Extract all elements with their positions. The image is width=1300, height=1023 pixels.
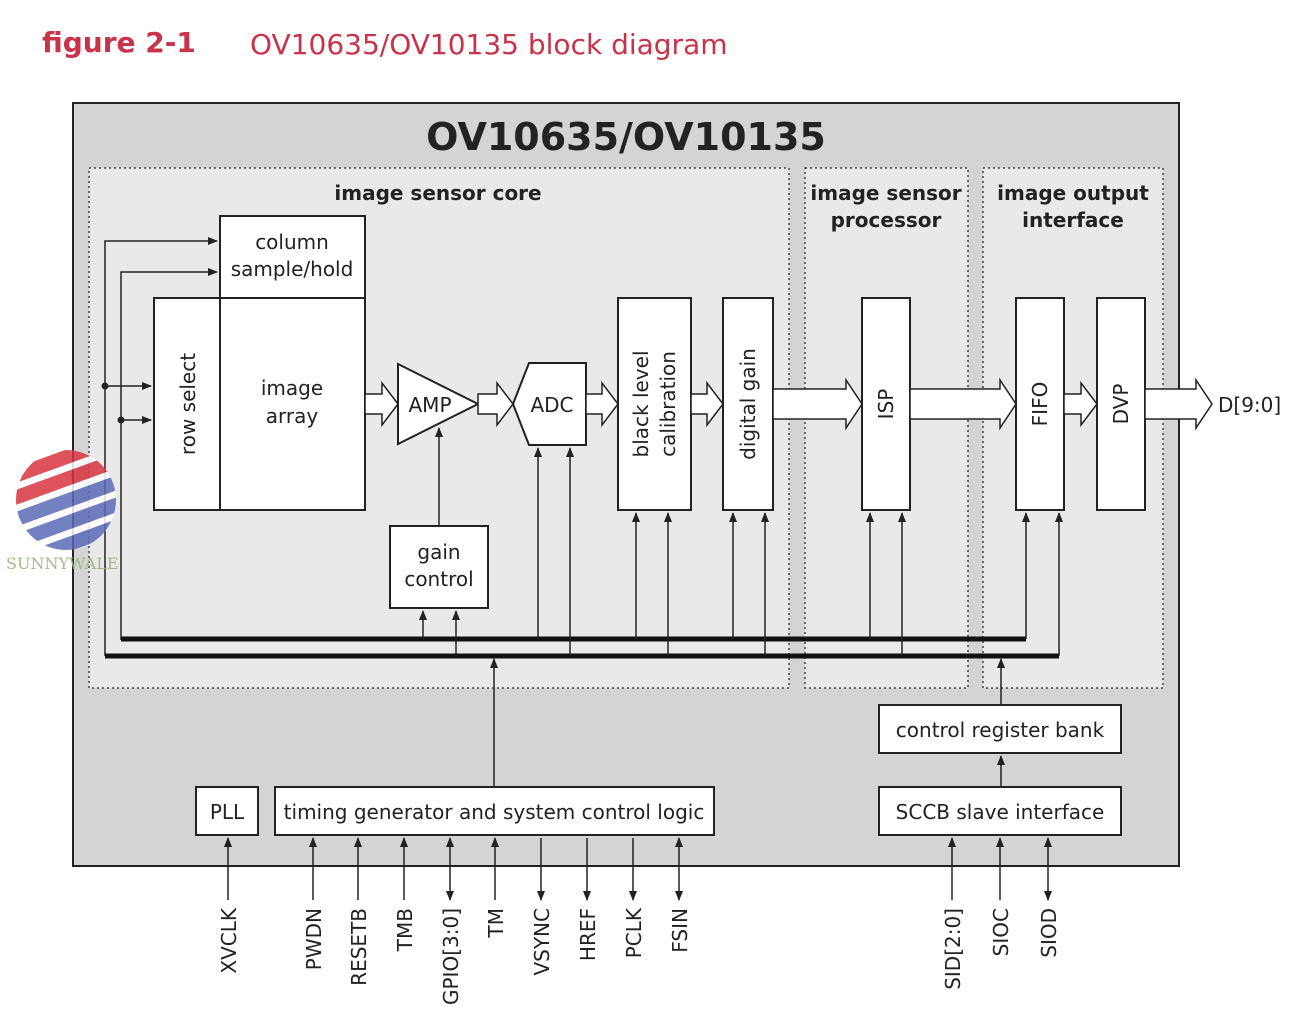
section-processor-label-1: image sensor [810,181,961,205]
output-signal-label: D[9:0] [1218,393,1281,417]
pin-label-tmb: TMB [393,908,417,952]
pin-label-vsync: VSYNC [530,908,554,976]
adc-label: ADC [530,393,573,417]
gain-control-label-1: gain [417,540,460,564]
control-register-bank-label: control register bank [896,718,1105,742]
pin-label-pclk: PCLK [622,907,646,958]
chip-title: OV10635/OV10135 [426,115,826,159]
fat-arrow-fifo-dvp [1063,380,1098,428]
fat-arrow-amp-adc [477,380,514,428]
pin-label-tm: TM [484,908,508,938]
dvp-block [1096,297,1146,511]
image-array-block [219,297,366,511]
blc-label-1: black level [629,350,653,457]
fat-arrow-blc-dgain [690,380,724,428]
pin-label-xvclk: XVCLK [217,907,241,973]
pin-label-sid: SID[2:0] [941,908,965,990]
black-level-calibration-block [617,297,692,511]
column-control-line-2 [120,268,218,640]
fat-arrow-isp-fifo [909,377,1017,431]
fat-arrow-dvp-output [1144,377,1213,431]
pin-label-fsin: FSIN [668,908,692,953]
timing-generator-block [274,786,715,836]
sccb-block [878,786,1122,836]
column-label-2: sample/hold [231,257,354,281]
column-label-1: column [255,230,329,254]
amp-block [397,362,481,446]
fat-arrow-dgain-isp [772,377,863,431]
pll-block [195,786,259,836]
pin-label-siod: SIOD [1037,908,1061,958]
fifo-label: FIFO [1028,382,1052,427]
digital-gain-block [722,297,774,511]
timing-generator-label: timing generator and system control logi… [284,800,705,824]
dvp-label: DVP [1109,384,1133,425]
fifo-block [1015,297,1065,511]
pin-label-resetb: RESETB [347,908,371,986]
column-sample-hold-block [219,215,366,299]
pin-label-href: HREF [576,908,600,961]
pll-label: PLL [210,800,245,824]
figure-title: OV10635/OV10135 block diagram [250,28,728,61]
pin-label-gpio: GPIO[3:0] [439,908,463,1005]
image-array-label-2: array [266,404,319,428]
figure-label: figure 2-1 [42,26,196,59]
amp-label: AMP [409,393,452,417]
section-core-label: image sensor core [334,181,541,205]
section-output-label-2: interface [1022,208,1124,232]
adc-block [511,362,587,446]
sccb-label: SCCB slave interface [896,800,1105,824]
image-array-label-1: image [261,376,323,400]
isp-label: ISP [874,389,898,420]
section-processor-label-2: processor [831,208,942,232]
digital-gain-label: digital gain [736,348,760,460]
pin-label-pwdn: PWDN [302,908,326,970]
fat-arrow-array-amp [364,380,399,428]
blc-label-2: calibration [656,351,680,457]
column-control-line-1 [104,237,218,386]
watermark-text: SUNNYWALE [6,554,119,573]
gain-control-label-2: control [404,567,473,591]
row-select-label: row select [176,353,200,455]
junction-dot [101,382,109,390]
section-output-label-1: image output [997,181,1149,205]
fat-arrow-adc-blc [585,380,619,428]
junction-dot [117,416,125,424]
pin-label-sioc: SIOC [989,908,1013,956]
control-register-bank-block [878,704,1122,754]
watermark-logo-icon [16,450,116,550]
